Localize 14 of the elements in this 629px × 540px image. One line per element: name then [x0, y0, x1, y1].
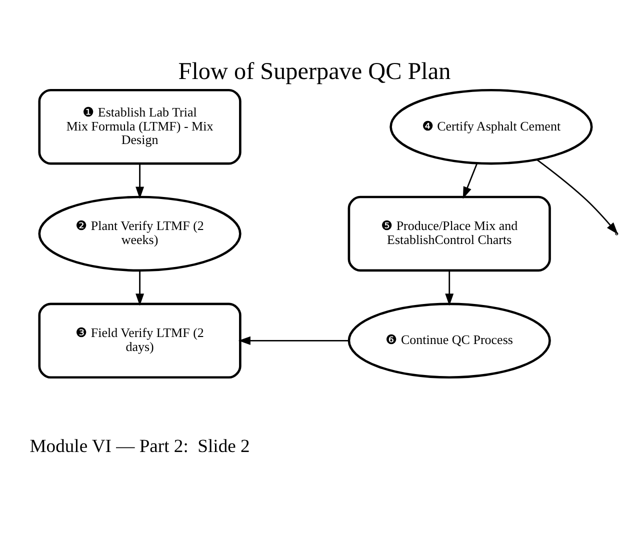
arrow [238, 336, 349, 345]
node-ellipse: ❷ Plant Verify LTMF (2 weeks) [38, 196, 242, 272]
arrow [462, 163, 478, 199]
arrow [536, 159, 618, 234]
node-ellipse: ❹ Certify Asphalt Cement [390, 88, 593, 165]
node-box: ❸ Field Verify LTMF (2 days) [38, 302, 242, 379]
node-ellipse: ❻ Continue QC Process [348, 302, 551, 379]
arrow [136, 164, 144, 199]
node-box: ❶ Establish Lab Trial Mix Formula (LTMF) - Mix Design [38, 88, 242, 165]
diagram-title: Flow of Superpave QC Plan [178, 58, 451, 85]
label: Module VI — Part 2: Slide 2 [30, 436, 250, 458]
arrow [445, 270, 454, 306]
arrow [136, 270, 144, 306]
node-box: ❺ Produce/Place Mix and EstablishControl Charts [348, 196, 551, 272]
